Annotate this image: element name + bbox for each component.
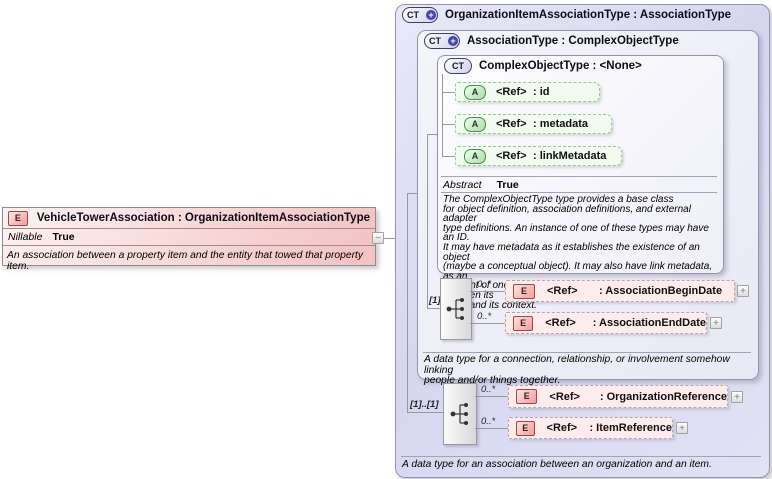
- connector-line: [442, 92, 456, 93]
- derived-plus-icon: +: [426, 9, 436, 20]
- connector-line: [427, 134, 437, 135]
- facet-name: Nillable: [8, 231, 43, 243]
- divider: [423, 352, 751, 353]
- ref-label: <Ref>: [547, 285, 578, 297]
- facet-value: True: [52, 231, 75, 243]
- element-name: : AssociationEndDate: [592, 317, 706, 329]
- attribute-badge: A: [464, 116, 486, 132]
- connector-line: [475, 396, 508, 397]
- element-badge: E: [516, 420, 535, 436]
- connector-line: [407, 193, 408, 412]
- derived-plus-icon: +: [448, 35, 458, 46]
- element-row-organization-reference[interactable]: E <Ref> : OrganizationReference: [508, 385, 728, 408]
- element-badge: E: [516, 389, 538, 404]
- connector-line: [442, 124, 456, 125]
- divider: [441, 176, 717, 177]
- complex-type-badge: CT: [444, 58, 472, 74]
- expand-icon[interactable]: +: [731, 391, 743, 403]
- occurs-label: 0..*: [477, 311, 492, 322]
- outer-type-title: OrganizationItemAssociationType : Associ…: [445, 9, 732, 21]
- element-row-item-reference[interactable]: E <Ref> : ItemReference: [508, 417, 673, 439]
- attribute-badge: A: [464, 84, 486, 100]
- ref-label: <Ref>: [546, 422, 578, 434]
- divider: [441, 192, 717, 193]
- divider: [401, 456, 761, 457]
- element-row-association-end-date[interactable]: E <Ref> : AssociationEndDate: [505, 312, 707, 334]
- sequence-icon: [443, 383, 477, 445]
- element-badge: E: [8, 210, 28, 226]
- facet-name: Abstract: [443, 179, 482, 191]
- attribute-badge: A: [464, 148, 486, 164]
- outer-type-description: A data type for an association between a…: [402, 459, 712, 470]
- occurs-label: 0..*: [481, 384, 496, 395]
- expand-icon[interactable]: +: [737, 285, 749, 297]
- connector-line: [442, 74, 443, 156]
- connector-line: [427, 134, 428, 308]
- element-badge: E: [513, 315, 534, 331]
- ref-label: <Ref>: [496, 150, 527, 162]
- expand-icon[interactable]: +: [676, 422, 688, 434]
- attribute-row-id[interactable]: A <Ref> : id: [455, 82, 600, 102]
- connector-line: [470, 291, 505, 292]
- element-title: VehicleTowerAssociation : OrganizationIt…: [36, 212, 370, 224]
- connector-line: [470, 323, 505, 324]
- ref-label: <Ref>: [496, 86, 527, 98]
- element-badge: E: [513, 283, 535, 299]
- middle-type-title: AssociationType : ComplexObjectType: [467, 35, 679, 47]
- attribute-row-metadata[interactable]: A <Ref> : metadata: [455, 114, 612, 134]
- core-type-title: ComplexObjectType : <None>: [479, 60, 642, 72]
- ref-label: <Ref>: [545, 317, 576, 329]
- complex-type-badge: CT +: [424, 33, 460, 49]
- vehicle-tower-association-box: E VehicleTowerAssociation : Organization…: [2, 207, 376, 272]
- attribute-name: : linkMetadata: [533, 150, 607, 162]
- connector-line: [442, 156, 456, 157]
- element-row-association-begin-date[interactable]: E <Ref> : AssociationBeginDate: [505, 280, 735, 302]
- attribute-name: : id: [533, 86, 550, 98]
- element-name: : AssociationBeginDate: [599, 285, 723, 297]
- connector-line: [407, 193, 417, 194]
- connector-line: [427, 308, 440, 309]
- occurs-label: 0..*: [481, 416, 496, 427]
- attribute-row-linkmetadata[interactable]: A <Ref> : linkMetadata: [455, 146, 622, 166]
- connector-line: [475, 428, 508, 429]
- facet-value: True: [496, 179, 519, 191]
- ref-label: <Ref>: [549, 390, 580, 403]
- sequence-icon: [440, 278, 472, 340]
- element-name: : ItemReference: [589, 422, 672, 434]
- group-cardinality: [1]..[1]: [410, 399, 439, 410]
- occurs-label: 0..*: [477, 279, 492, 290]
- element-name: : OrganizationReference: [599, 390, 727, 403]
- connector-line: [407, 412, 443, 413]
- middle-type-description: A data type for a connection, relationsh…: [424, 354, 730, 386]
- ref-label: <Ref>: [496, 118, 527, 130]
- expand-icon[interactable]: +: [710, 317, 722, 329]
- attribute-name: : metadata: [533, 118, 589, 130]
- element-description: An association between a property item a…: [7, 250, 364, 272]
- collapse-icon[interactable]: −: [372, 232, 384, 244]
- complex-type-badge: CT +: [402, 7, 438, 23]
